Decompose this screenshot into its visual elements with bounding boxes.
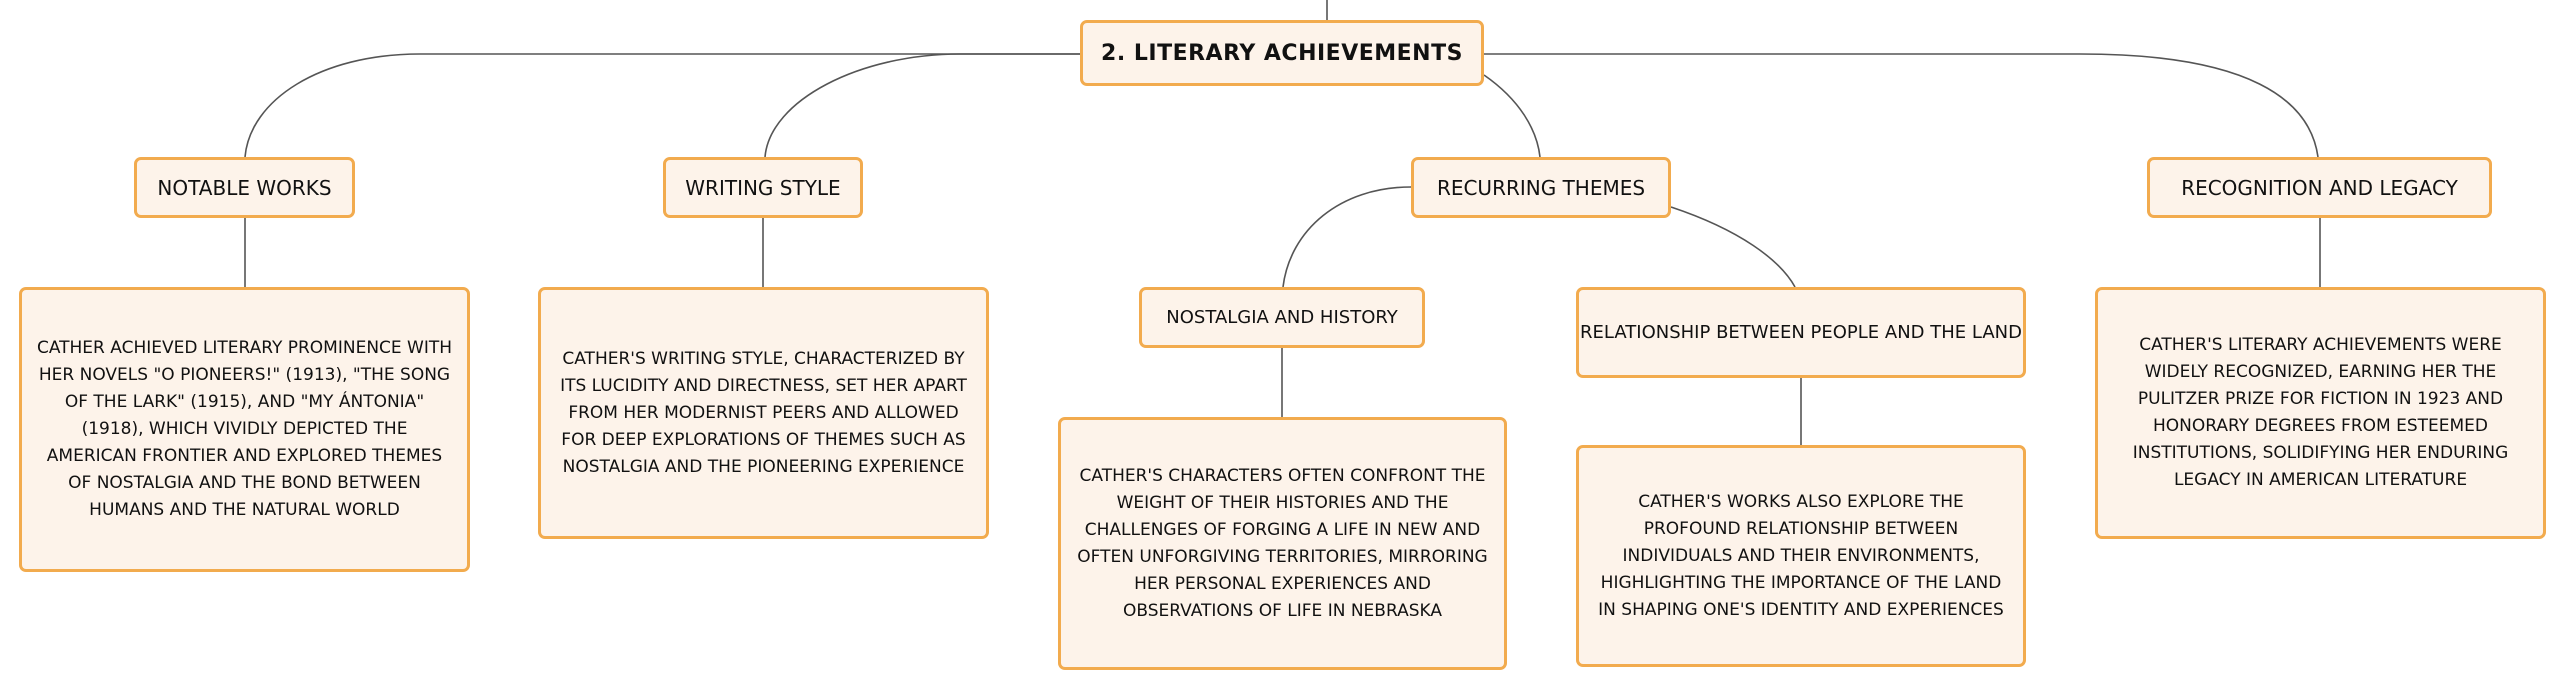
- connector-themes-nostalgia: [1282, 186, 1412, 288]
- connector-root-recurring-themes: [1483, 74, 1541, 158]
- root-label: 2. Literary Achievements: [1101, 40, 1463, 66]
- connector-root-writing-style: [764, 53, 1080, 158]
- subtopic-label: Relationship Between People and the Land: [1580, 322, 2022, 343]
- connector-root-notable-works: [244, 53, 1080, 158]
- detail-text: Cather's characters often confront the w…: [1077, 465, 1488, 621]
- branch-recognition-and-legacy[interactable]: Recognition and Legacy: [2147, 157, 2492, 218]
- branch-writing-style[interactable]: Writing Style: [663, 157, 863, 218]
- detail-recognition-and-legacy[interactable]: Cather's literary achievements were wide…: [2095, 287, 2546, 539]
- detail-notable-works[interactable]: Cather achieved literary prominence with…: [19, 287, 470, 572]
- branch-label: Notable Works: [157, 175, 332, 200]
- connector-root-recognition: [1484, 53, 2319, 158]
- detail-writing-style[interactable]: Cather's writing style, characterized by…: [538, 287, 989, 539]
- connector-themes-relationship: [1670, 206, 1796, 288]
- detail-text: Cather's writing style, characterized by…: [560, 348, 967, 477]
- branch-label: Recurring Themes: [1436, 175, 1646, 200]
- detail-text: Cather's literary achievements were wide…: [2132, 335, 2509, 490]
- branch-label: Writing Style: [685, 175, 841, 200]
- branch-recurring-themes[interactable]: Recurring Themes: [1411, 157, 1671, 218]
- detail-nostalgia-and-history[interactable]: Cather's characters often confront the w…: [1058, 417, 1507, 670]
- detail-text: Cather's works also explore the profound…: [1598, 491, 2004, 620]
- branch-label: Recognition and Legacy: [2181, 175, 2458, 200]
- branch-notable-works[interactable]: Notable Works: [134, 157, 355, 218]
- detail-people-and-land[interactable]: Cather's works also explore the profound…: [1576, 445, 2026, 667]
- subtopic-nostalgia-and-history[interactable]: Nostalgia and History: [1139, 287, 1425, 348]
- root-node[interactable]: 2. Literary Achievements: [1080, 20, 1484, 86]
- subtopic-label: Nostalgia and History: [1166, 307, 1398, 328]
- detail-text: Cather achieved literary prominence with…: [36, 338, 453, 520]
- subtopic-people-and-land[interactable]: Relationship Between People and the Land: [1576, 287, 2026, 378]
